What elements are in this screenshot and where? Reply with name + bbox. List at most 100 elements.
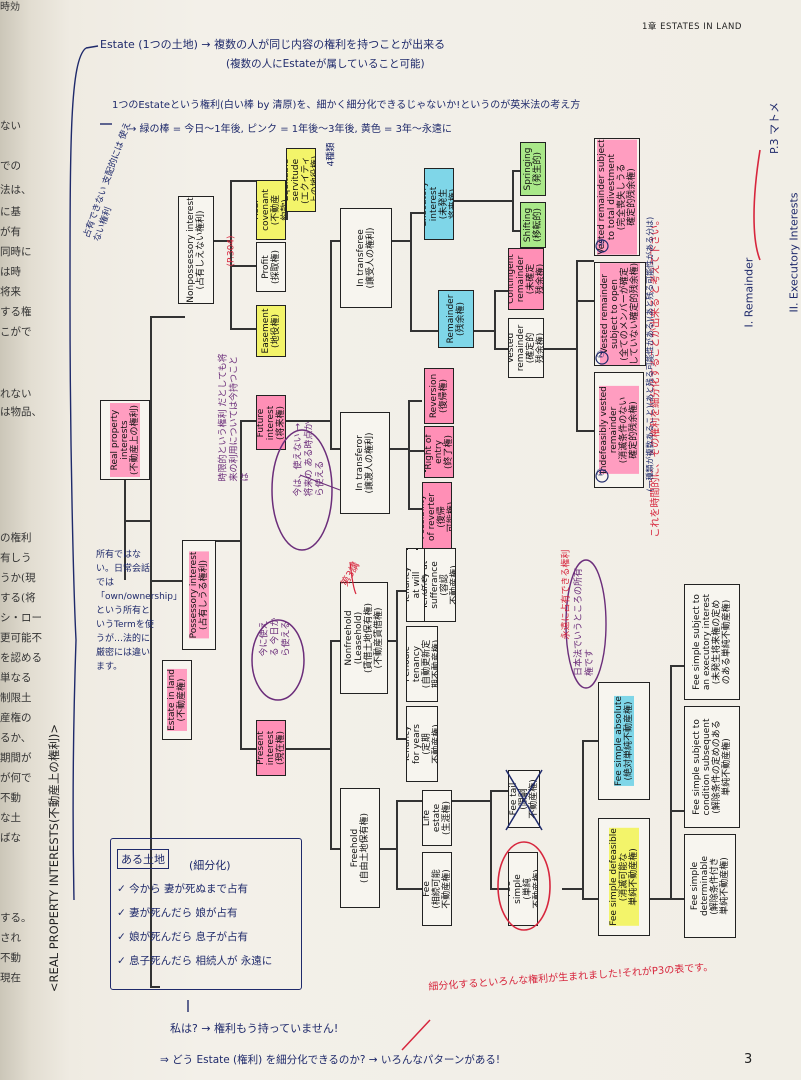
left-margin-line: は時 — [0, 266, 21, 278]
left-margin-line: の権利 — [0, 532, 32, 544]
left-margin-line: する(将 — [0, 592, 36, 604]
left-margin-line: され — [0, 932, 21, 944]
left-margin-line: 不動 — [0, 792, 21, 804]
box-in-transferor: In transferor (譲渡人の権利) — [340, 412, 390, 514]
left-margin-line: が何で — [0, 772, 32, 784]
left-margin-line: 単なる — [0, 672, 32, 684]
box-vested-open: Vested remainder subject to open (全てのメンバ… — [594, 262, 646, 366]
left-margin-line: 同時に — [0, 246, 32, 258]
note-colors: → 緑の棒 = 今日〜1年後, ピンク = 1年後〜3年後, 黄色 = 3年〜永… — [128, 124, 452, 135]
box-tenancy-years: Tenancy for years (定期 不動産権) — [406, 706, 438, 782]
note-p3-summary: P.3 マトメ — [767, 102, 781, 154]
circle-three: ③ — [596, 238, 605, 249]
left-margin-line: は物品、 — [0, 406, 42, 418]
left-margin-line: 将来 — [0, 286, 21, 298]
left-margin-line: 有しう — [0, 552, 32, 564]
note-4kinds: 4種類 — [326, 142, 337, 167]
note-estate-line2: (複数の人にEstateが属していること可能) — [226, 58, 425, 70]
example-item-1: ✓ 今から 妻が死ぬまで占有 — [117, 883, 248, 895]
note-i-no-rights: 私は? → 権利もう持っていません! — [170, 1022, 339, 1035]
left-margin-line: 不動 — [0, 952, 21, 964]
example-item-4: ✓ 息子死んだら 相続人が 永遠に — [117, 955, 273, 967]
box-right-of-entry: Right of entry (終了権) — [424, 426, 454, 478]
left-margin-line: れない — [0, 388, 32, 400]
note-eternal: 永遠に占有できる権利 — [561, 549, 572, 640]
left-margin-line: 現在 — [0, 972, 21, 984]
left-margin-line: する権 — [0, 306, 32, 318]
left-margin-line: に基 — [0, 206, 21, 218]
box-real-covenant: Real covenant (不動産 約款) — [256, 180, 286, 240]
box-tenancy-at-sufferance-final: Tenancy at sufferance (容認 不動産権) — [424, 548, 456, 622]
left-margin-line: こがで — [0, 326, 32, 338]
box-springing: Springing (発生的) — [520, 142, 546, 196]
note-today-usable: 今に使える 今日から使える — [259, 617, 292, 657]
note-ownership: 所有ではない。日常会話では「own/ownership」という所有というTerm… — [96, 550, 183, 672]
page-number: 3 — [744, 1052, 753, 1067]
box-possessory: Possessory interest (占有しうる権利) — [182, 540, 216, 650]
circle-two: ② — [596, 350, 605, 361]
box-reversion: Reversion (復帰権) — [424, 368, 454, 424]
box-executory: Executory interest (未発生 将来権) — [424, 168, 454, 240]
box-easement: Easement (地役権) — [256, 305, 286, 357]
box-fs-condition: Fee simple subject to condition subseque… — [684, 706, 740, 828]
box-nonpossessory: Nonpossessory interest (占有しえない権利) — [178, 196, 214, 304]
left-margin-line: るか、 — [0, 732, 32, 744]
box-tenancy-sufferance — [416, 548, 418, 550]
left-margin-line: が有 — [0, 226, 21, 238]
box-at-sufferance-real — [424, 470, 426, 472]
box-vested-remainder: Vested remainder (確定的 残余権) — [508, 318, 544, 378]
note-estate-line1: Estate (1つの土地) → 複数の人が同じ内容の権利を持つことが出来る — [100, 38, 446, 51]
box-remainder: Remainder (残余権) — [438, 290, 474, 348]
left-margin-line: での — [0, 160, 21, 172]
box-fs-executory: Fee simple subject to an executory inter… — [684, 584, 740, 700]
left-margin-line: ばな — [0, 832, 21, 844]
box-life-estate: Life estate (生涯権) — [422, 790, 452, 846]
box-fee-simple: Fee simple (単純 不動産権) — [508, 852, 538, 926]
left-margin-line: 制限土 — [0, 692, 32, 704]
box-present: Present interest (現在権) — [256, 720, 286, 776]
box-nonfreehold: Nonfreehold (Leasehold) (賃借土地保有権) (不動産賃借… — [340, 582, 388, 694]
box-future: Future interest (将来権) — [256, 395, 286, 450]
top-left-fragment: 時効 — [0, 2, 20, 13]
box-contingent-remainder: Contingent remainder (未確定 残余権) — [508, 248, 544, 310]
box-estate-in-land: Estate in land (不動産権) — [162, 660, 192, 740]
left-margin-line: 法は、 — [0, 184, 32, 196]
box-freehold: Freehold (自由土地保有権) — [340, 788, 380, 908]
left-margin-line: する。 — [0, 912, 32, 924]
box-equitable-servitude: Equitable servitude (エクイティ 上の地役権) — [286, 148, 316, 212]
box-vested-divest: Vested remainder subject to total divest… — [594, 138, 640, 256]
left-margin-line: シ・ロー — [0, 612, 42, 624]
note-p304: (P.304) — [226, 235, 237, 267]
circle-one: ① — [596, 468, 605, 479]
box-fs-determinable: Fee simple determinable (解除条件付き 単純不動産権) — [684, 834, 736, 938]
left-margin-line: を認める — [0, 652, 42, 664]
box-indefeasibly: Indefeasibly vested remainder (消滅条件のない 確… — [594, 372, 644, 488]
box-at-sufferance — [406, 548, 408, 550]
example-box: ある土地 (細分化) ✓ 今から 妻が死ぬまで占有 ✓ 妻が死んだら 娘が占有 … — [110, 838, 302, 990]
box-fee: Fee (相続可能 不動産権) — [422, 852, 452, 926]
box-fsd: Fee simple defeasible (消滅可能な 単純不動産権) — [598, 818, 650, 936]
box-fsa: Fee simple absolute (絶対単純不動産権) — [598, 682, 650, 800]
note-remainder-roman: I. Remainder — [742, 257, 756, 328]
note-time-limited: 時限的という権利 だとしても将来の利用については今持つことは — [218, 353, 251, 482]
left-margin-line: うか(現 — [0, 572, 36, 584]
chapter-header: 1章 ESTATES IN LAND — [642, 22, 742, 32]
example-subtitle: (細分化) — [189, 859, 231, 872]
example-title: ある土地 — [117, 849, 169, 869]
note-japanese-ownership: 日本法でいうところの所有権です — [574, 567, 595, 676]
left-margin-line: ない — [0, 120, 21, 132]
left-margin-line: 更可能不 — [0, 632, 42, 644]
box-shifting: Shifting (移転的) — [520, 202, 546, 248]
note-future-usable: 今は、使えない → 将来の ある時点から使える — [293, 421, 326, 497]
box-in-transferee: In transferee (譲受人の権利) — [340, 208, 392, 308]
example-item-3: ✓ 娘が死んだら 息子が占有 — [117, 931, 248, 943]
note-executory-roman: II. Executory Interests — [787, 192, 801, 313]
left-margin-line: な土 — [0, 812, 21, 824]
box-periodic: Periodic tenancy (自動更新定 期不動産権) — [406, 626, 438, 702]
box-real-property: Real property interests (不動産上の権利) — [100, 400, 150, 480]
box-profit: Profit (採取権) — [256, 242, 286, 292]
left-margin-line: 期間が — [0, 752, 32, 764]
note-remaining: (一種類が複数あること)(あと残る可能性がある)(あと残る可能性がある分は) — [645, 216, 655, 492]
